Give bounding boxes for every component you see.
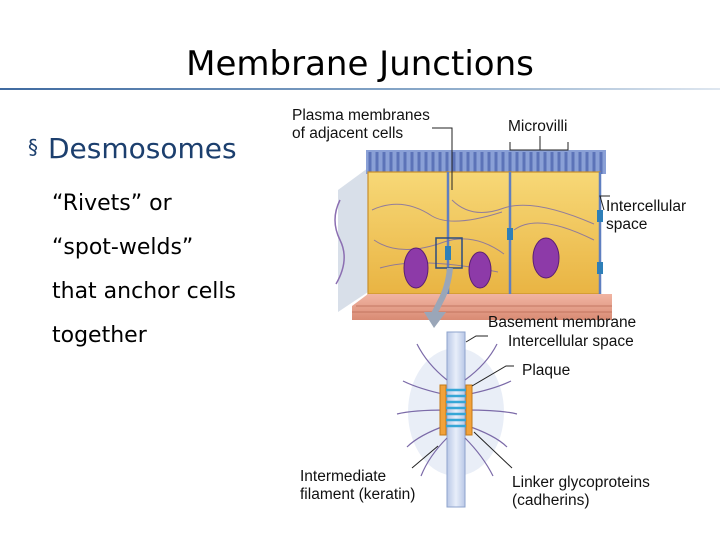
cell	[509, 171, 601, 295]
desmosome-enlarged	[396, 331, 518, 508]
body-line: “spot-welds”	[52, 235, 194, 260]
plaque-right	[465, 384, 473, 436]
label-linker-glycoproteins: Linker glycoproteins (cadherins)	[512, 474, 650, 509]
title-underline	[0, 88, 720, 90]
label-intercellular-space-top: Intercellular space	[606, 198, 687, 233]
bullet-desmosomes: § Desmosomes	[28, 132, 237, 165]
body-text: “Rivets” or “spot-welds” that anchor cel…	[52, 182, 292, 358]
body-line: that anchor cells	[52, 279, 236, 304]
bullet-icon: §	[28, 135, 38, 159]
label-microvilli: Microvilli	[508, 118, 568, 135]
label-intermediate-filament: Intermediate filament (keratin)	[300, 468, 416, 503]
microvilli	[366, 150, 606, 174]
cell-block-side	[334, 168, 368, 312]
slide-title: Membrane Junctions	[186, 44, 534, 84]
zoom-arrow	[424, 267, 453, 328]
plaque-left	[439, 384, 447, 436]
label-intercellular-space-bottom: Intercellular space	[508, 333, 634, 350]
nucleus	[468, 251, 492, 289]
label-plaque: Plaque	[522, 362, 571, 379]
leader-lines	[411, 127, 610, 469]
bullet-text: Desmosomes	[48, 132, 237, 165]
body-line: “Rivets” or	[52, 191, 172, 216]
nucleus	[403, 247, 429, 289]
label-basement-membrane: Basement membrane	[488, 314, 637, 331]
label-plasma-membranes: Plasma membranes of adjacent cells	[292, 107, 430, 142]
body-line: together	[52, 323, 147, 348]
nucleus	[532, 237, 560, 279]
cells	[367, 171, 603, 295]
basement-membrane	[352, 294, 612, 320]
